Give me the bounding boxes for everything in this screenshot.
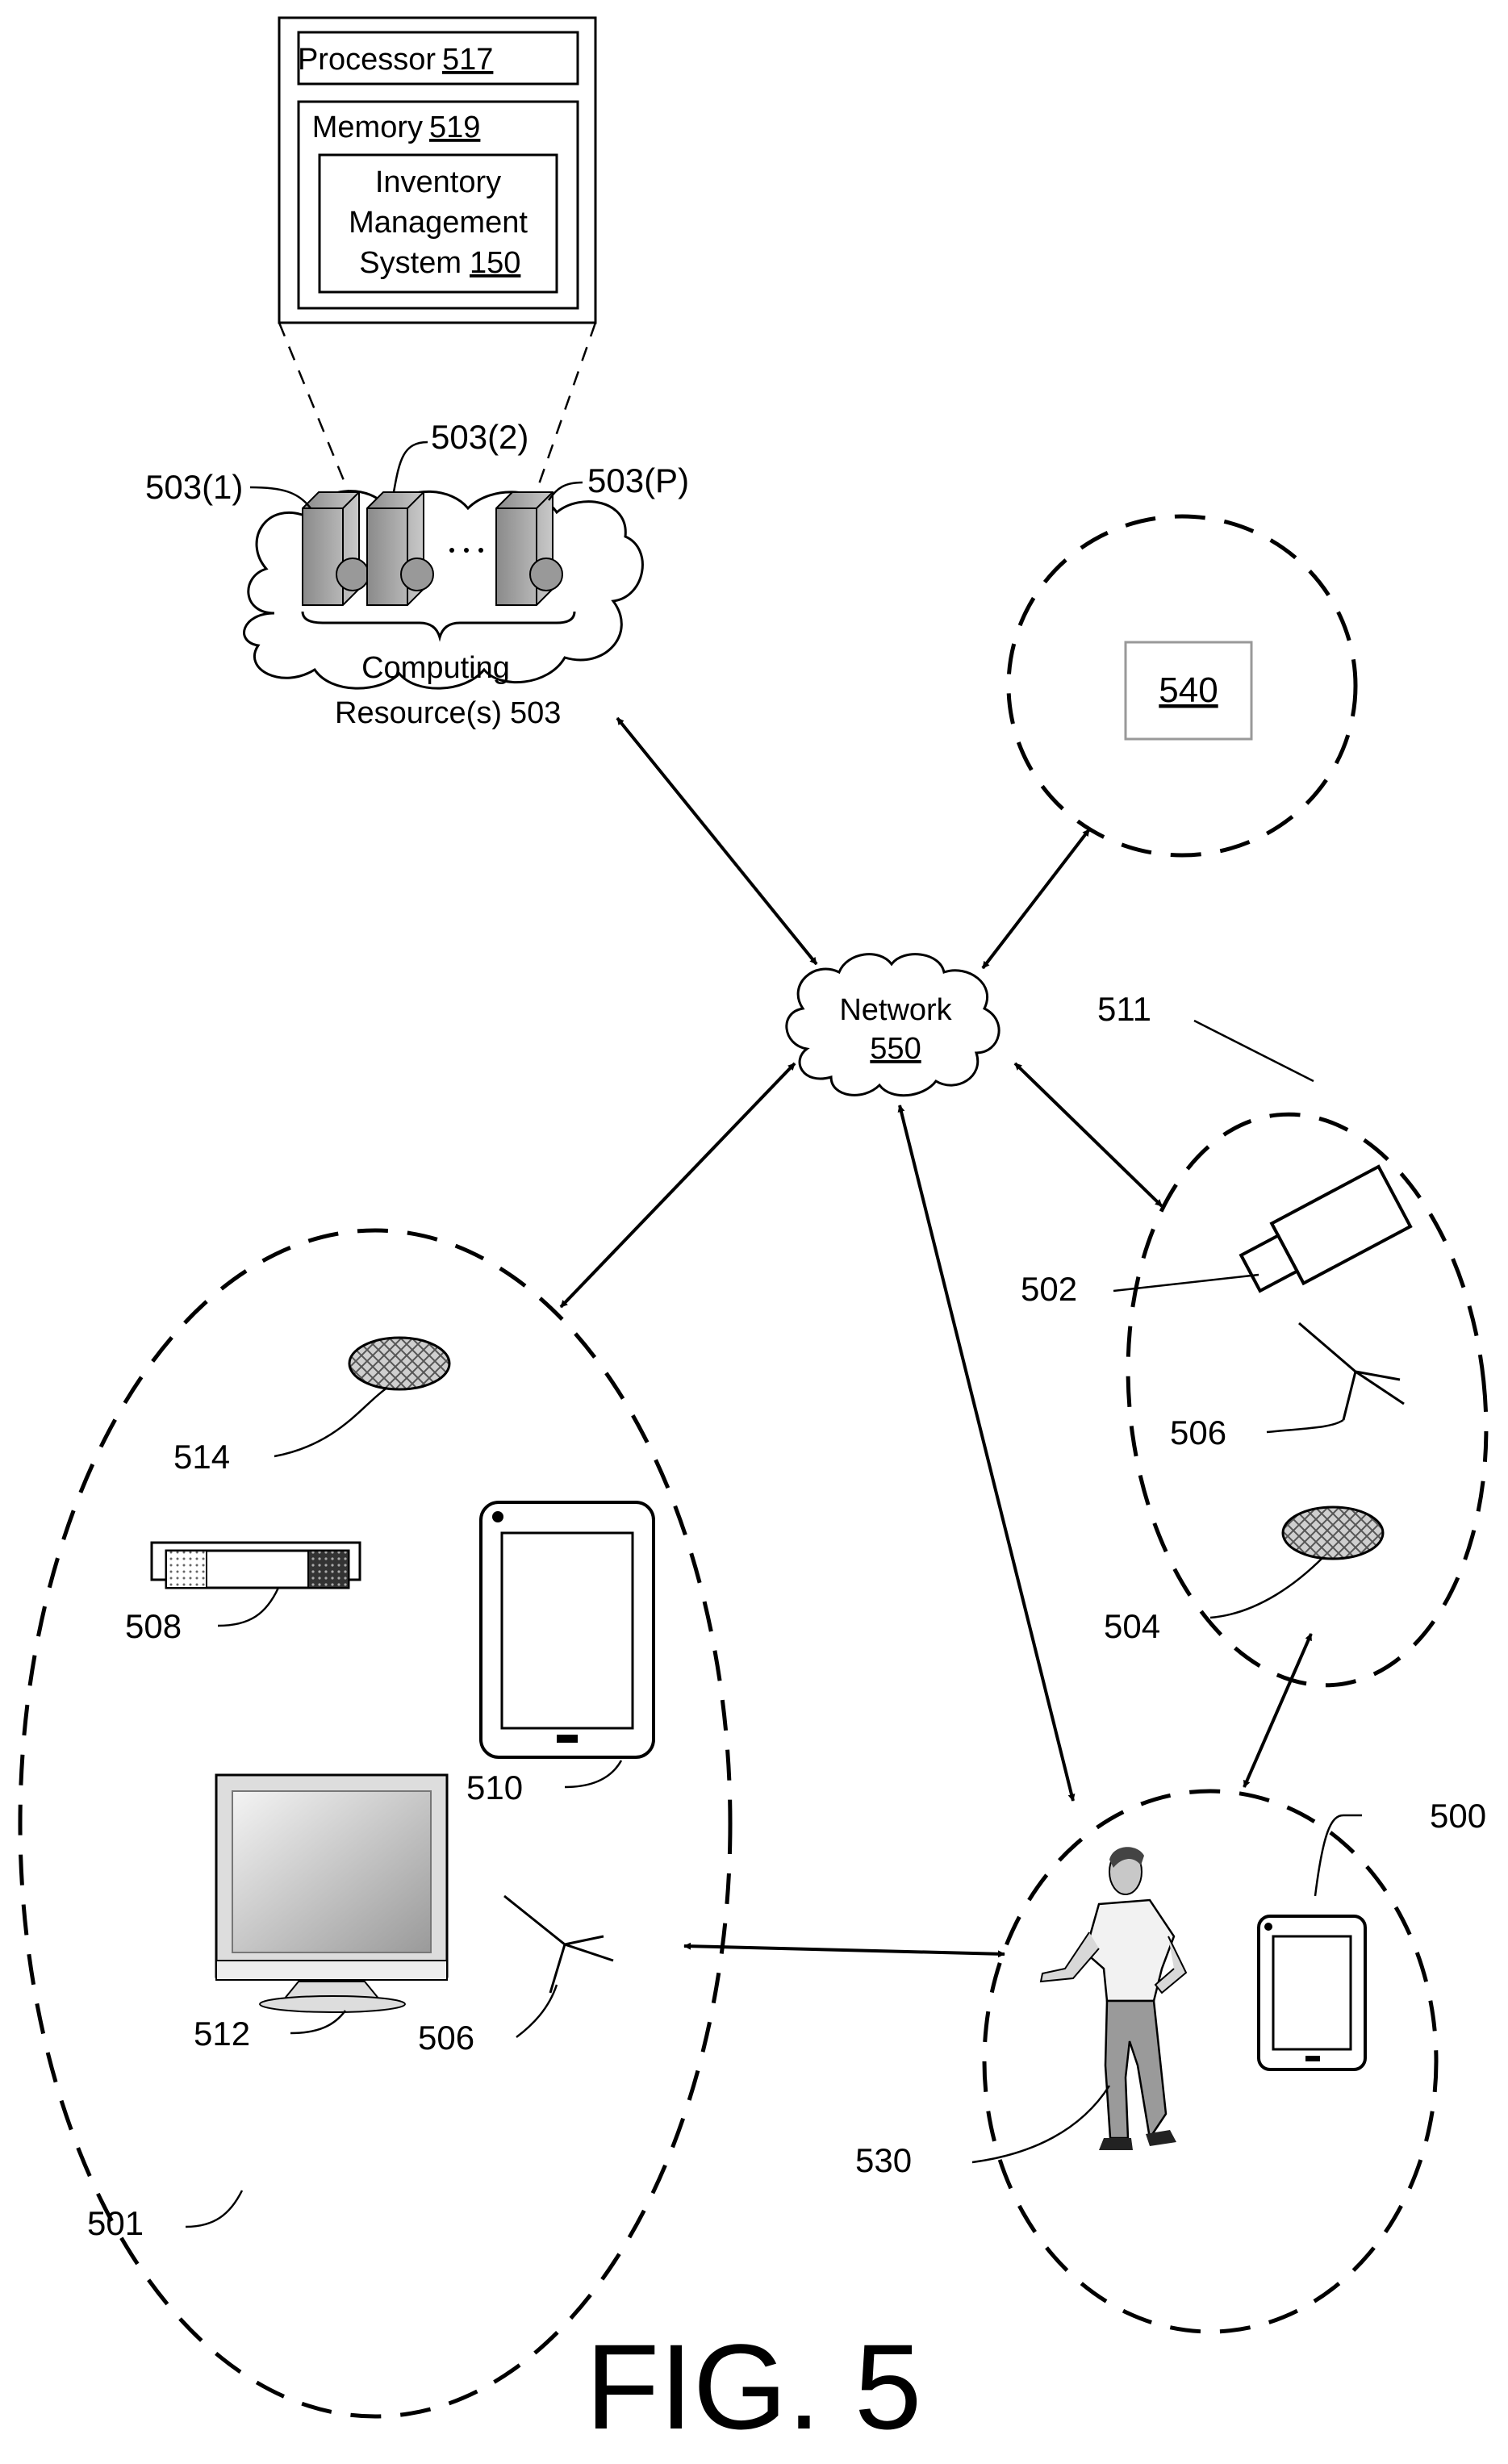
computing-line1: Computing xyxy=(361,651,510,685)
tablet-icon xyxy=(1259,1916,1365,2069)
server-box: Processor 517 Memory 519 Inventory Manag… xyxy=(279,18,595,323)
rfid-tag-icon xyxy=(1283,1507,1383,1559)
ims-line3: System xyxy=(359,246,462,280)
label-512: 512 xyxy=(194,2015,250,2053)
leader-500 xyxy=(1315,1815,1362,1896)
label-500: 500 xyxy=(1430,1797,1486,1835)
processor-label: Processor xyxy=(298,43,436,77)
leader-503-1 xyxy=(250,487,311,508)
leader-512 xyxy=(290,2011,345,2033)
leader-514 xyxy=(274,1388,387,1456)
antenna-icon xyxy=(504,1896,613,1993)
memory-ref: 519 xyxy=(429,111,480,144)
label-506-a: 506 xyxy=(1170,1414,1226,1451)
monitor-icon xyxy=(216,1775,447,2012)
server-brace xyxy=(303,612,574,637)
label-510: 510 xyxy=(466,1769,523,1806)
processor-ref: 517 xyxy=(442,43,493,77)
connection-arrows xyxy=(561,718,1311,1954)
ims-ref: 150 xyxy=(470,246,520,280)
figure-caption: FIG. 5 xyxy=(586,2319,922,2454)
network-label: Network xyxy=(839,993,952,1027)
leader-504 xyxy=(1210,1557,1323,1618)
label-503-2: 503(2) xyxy=(431,418,528,456)
camera-icon xyxy=(1234,1167,1410,1303)
label-530: 530 xyxy=(855,2141,912,2179)
leader-501 xyxy=(186,2190,242,2227)
network-ref: 550 xyxy=(870,1032,921,1066)
leader-503-2 xyxy=(394,442,428,492)
label-514: 514 xyxy=(173,1438,230,1476)
label-502: 502 xyxy=(1021,1270,1077,1308)
label-506-b: 506 xyxy=(418,2019,474,2057)
leader-510 xyxy=(565,1760,621,1787)
tablet-icon xyxy=(481,1502,654,1757)
label-503-1: 503(1) xyxy=(145,468,243,506)
person-icon xyxy=(1041,1847,1186,2150)
ims-line2: Management xyxy=(349,206,528,240)
label-503-p: 503(P) xyxy=(587,461,689,499)
label-501: 501 xyxy=(87,2204,144,2242)
ims-line1: Inventory xyxy=(375,165,501,199)
rfid-tag-icon xyxy=(349,1338,449,1389)
antenna-icon xyxy=(1299,1323,1404,1420)
memory-label: Memory xyxy=(312,111,423,144)
label-540: 540 xyxy=(1159,670,1218,710)
region-500 xyxy=(984,1791,1436,2332)
shelf-tag-icon xyxy=(152,1543,360,1588)
label-504: 504 xyxy=(1104,1607,1160,1645)
leader-511 xyxy=(1194,1021,1314,1081)
zoom-lines xyxy=(279,323,595,492)
region-511 xyxy=(1101,1096,1508,1703)
leader-530 xyxy=(972,2086,1109,2162)
computing-line2: Resource(s) xyxy=(335,696,502,730)
computing-ref: 503 xyxy=(510,696,561,730)
label-511: 511 xyxy=(1097,990,1151,1028)
leader-506-a xyxy=(1267,1420,1343,1432)
leader-508 xyxy=(218,1588,278,1626)
label-508: 508 xyxy=(125,1607,182,1645)
server-icons xyxy=(303,492,562,605)
leader-503-p xyxy=(549,482,583,500)
